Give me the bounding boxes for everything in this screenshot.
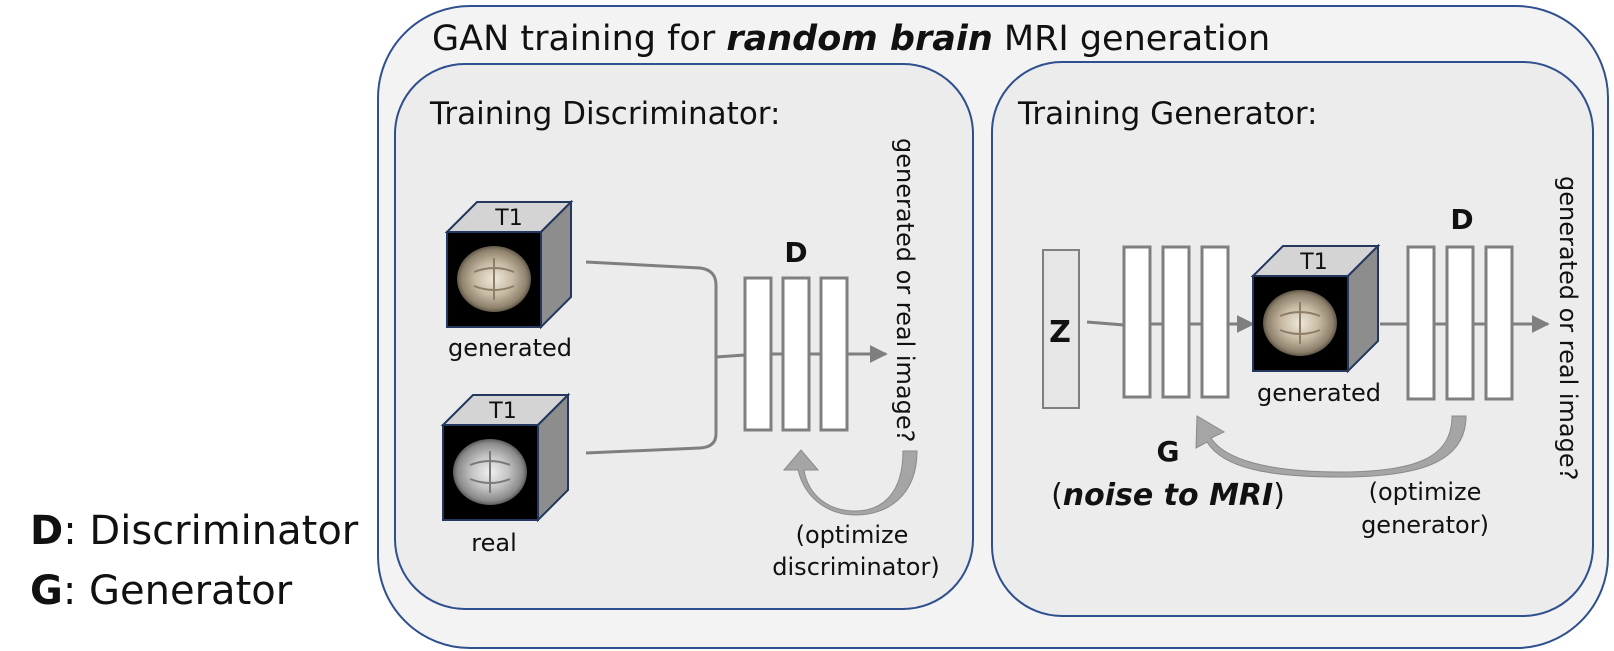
noise-to-generator-line: [1086, 320, 1125, 327]
legend-key: D: [30, 508, 64, 554]
cube-top-label: T1: [494, 206, 522, 231]
discriminator-panel-heading: Training Discriminator:: [429, 96, 780, 132]
cube-top-label: T1: [488, 399, 516, 424]
generated-input-line: [585, 260, 718, 455]
optimize-discriminator-line2: discriminator): [772, 553, 939, 581]
legend-value: Generator: [89, 568, 293, 614]
noise-label: Z: [1049, 315, 1071, 350]
optimize-generator-line2: generator): [1361, 511, 1489, 539]
legend-separator: :: [62, 568, 90, 614]
generator-panel-discriminator-label: D: [1450, 203, 1473, 236]
cube-top-label: T1: [1299, 250, 1327, 275]
generator-label: G: [1157, 435, 1180, 468]
merged-input-line: [715, 353, 746, 359]
legend-item-discriminator: D: Discriminator: [30, 508, 358, 554]
discriminator-network-label: D: [784, 236, 807, 269]
generator-panel-heading: Training Generator:: [1017, 96, 1318, 132]
generated-mri-cube: T1: [444, 199, 574, 330]
generated-label: generated: [448, 334, 572, 362]
generator-panel-output-label: generated or real image?: [1554, 176, 1582, 480]
real-mri-cube: T1: [440, 392, 571, 523]
generator-network: [1122, 245, 1230, 399]
optimize-generator-arrow: [1195, 415, 1467, 478]
real-label: real: [471, 529, 516, 557]
noise-vector-block: [1042, 249, 1080, 409]
discriminator-network: [743, 276, 849, 432]
generator-output-cube: T1: [1250, 243, 1381, 374]
generator-generated-label: generated: [1257, 379, 1381, 407]
generator-description: (noise to MRI): [1051, 478, 1285, 513]
optimize-discriminator-line1: (optimize: [796, 521, 909, 549]
optimize-discriminator-arrow: [782, 449, 918, 516]
legend-item-generator: G: Generator: [30, 568, 292, 614]
legend-value: Discriminator: [89, 508, 359, 554]
discriminator-output-label: generated or real image?: [891, 138, 919, 442]
legend-key: G: [30, 568, 63, 614]
optimize-generator-line1: (optimize: [1369, 478, 1482, 506]
generator-panel-discriminator-network: [1406, 245, 1514, 401]
legend-separator: :: [63, 508, 90, 554]
diagram-title: GAN training for random brain MRI genera…: [432, 19, 1270, 59]
